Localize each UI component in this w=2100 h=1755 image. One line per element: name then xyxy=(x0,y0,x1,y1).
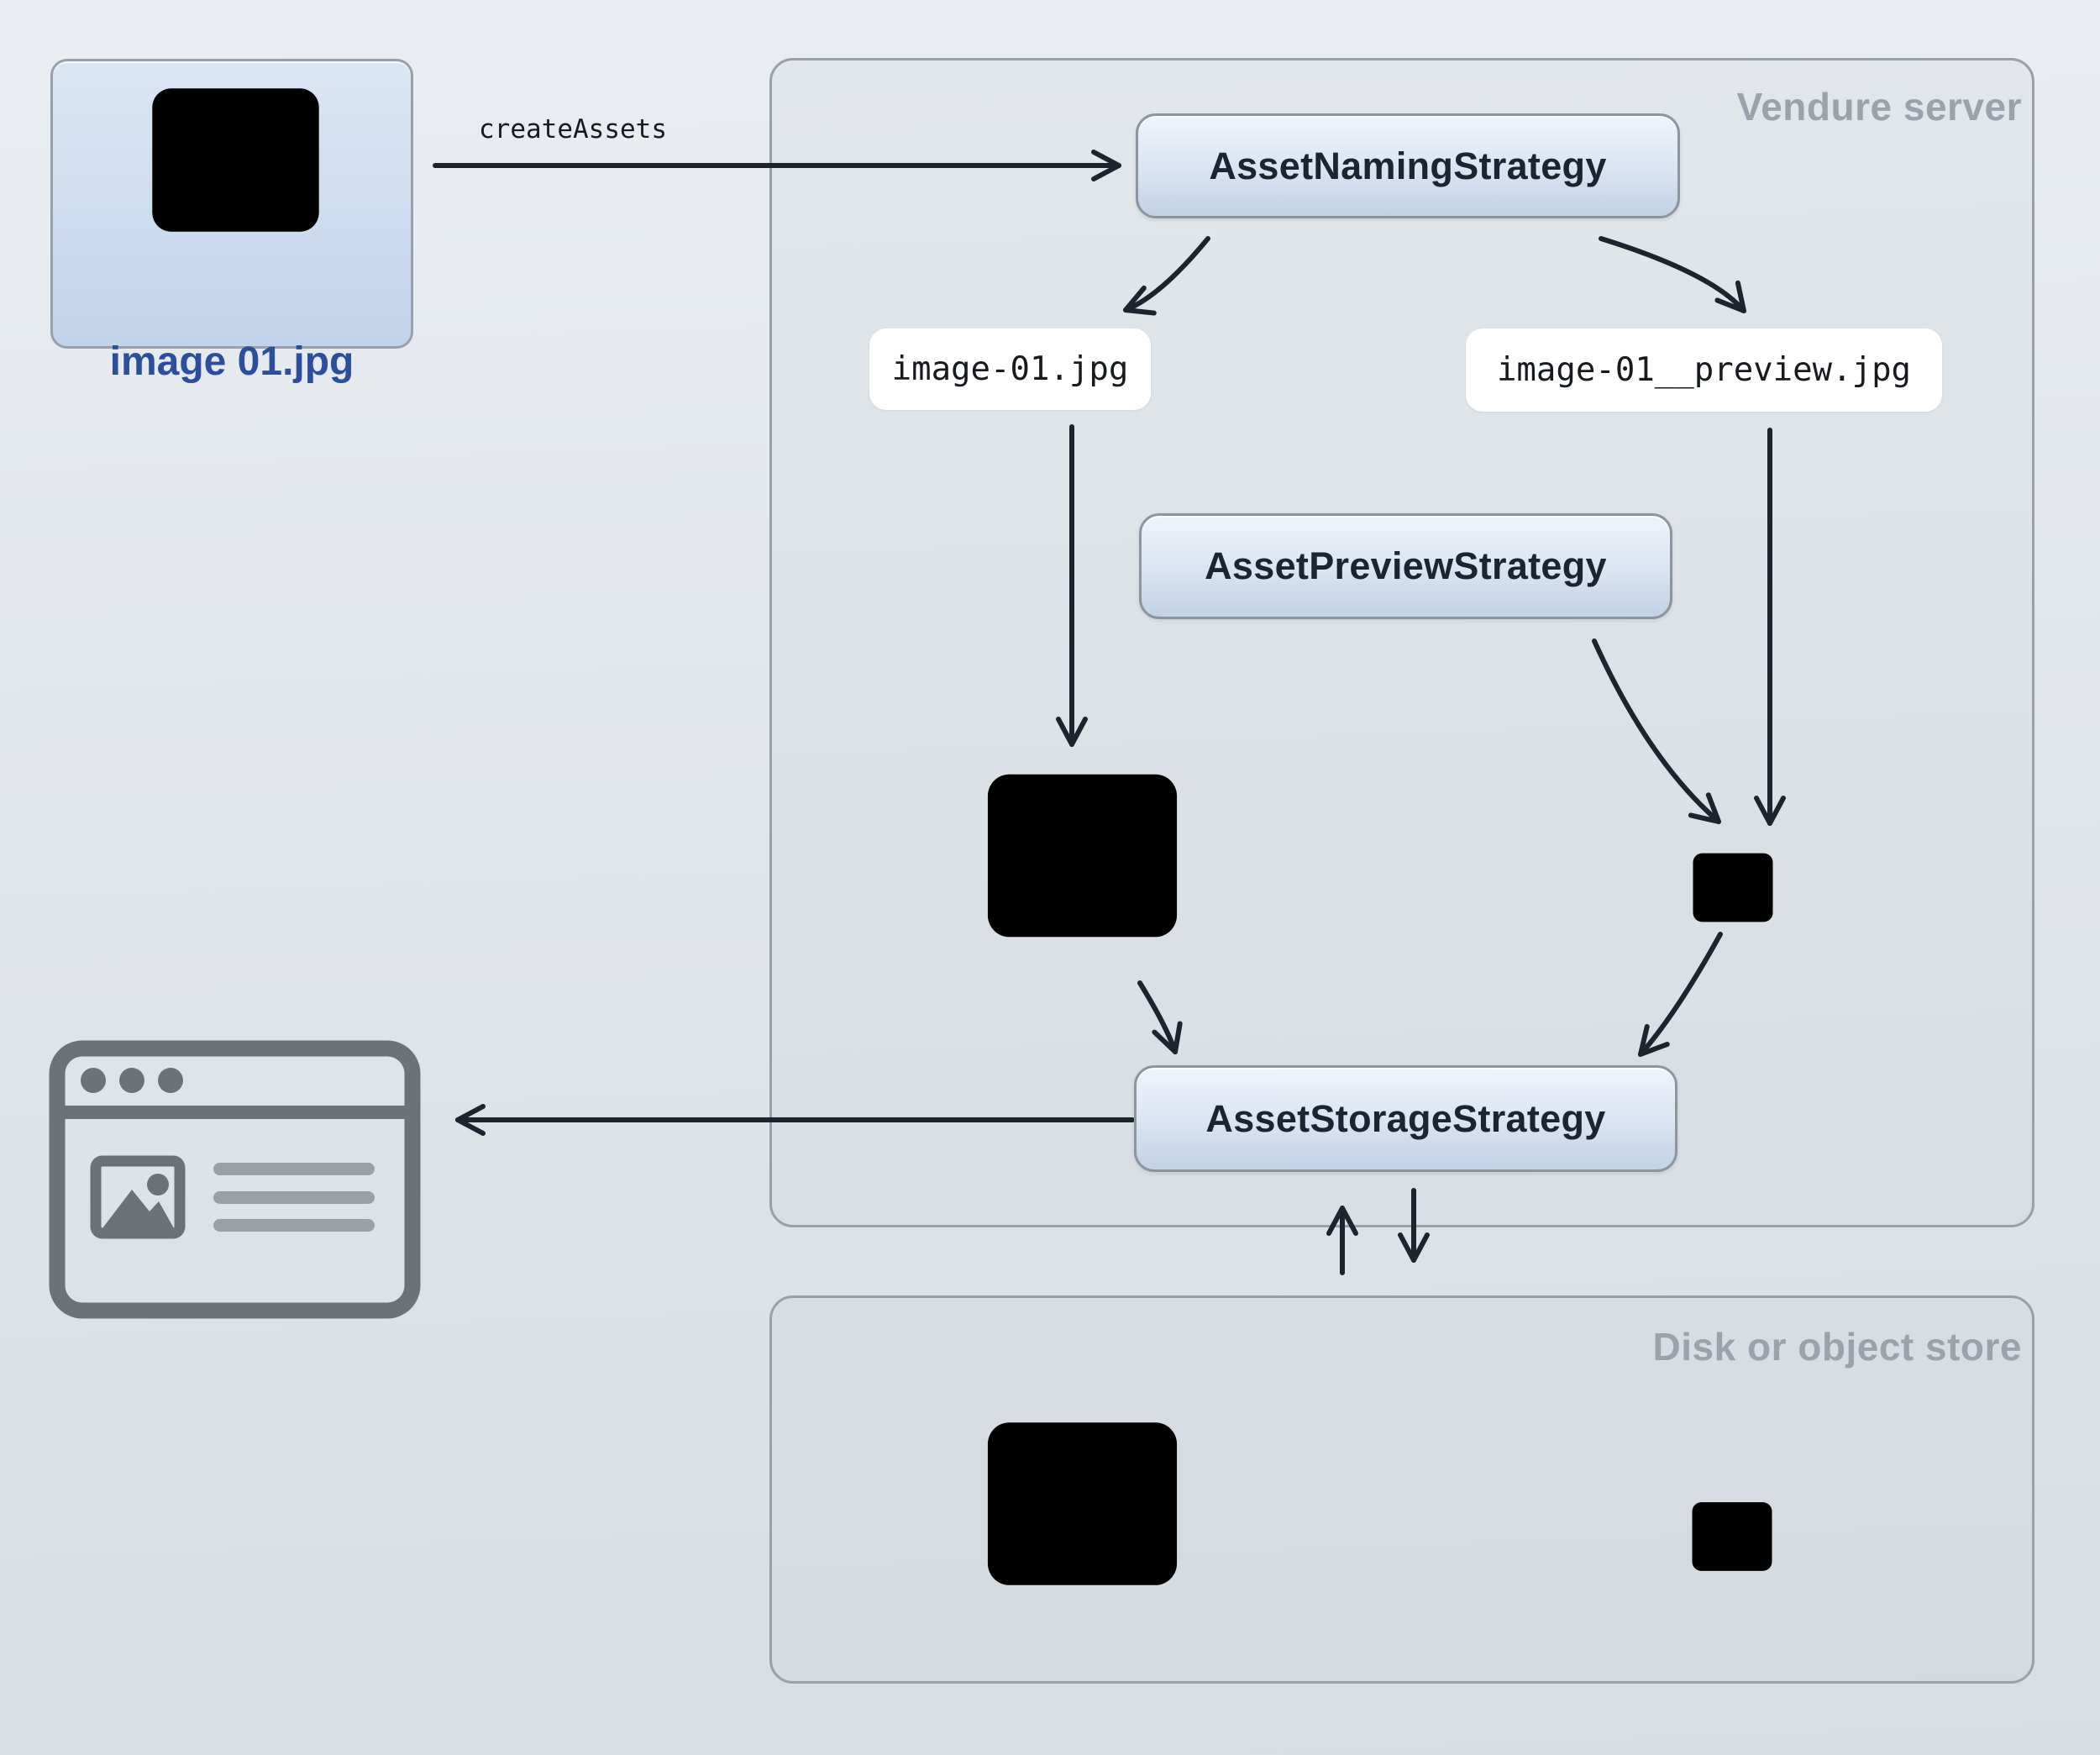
arrow-thumb-to-storage xyxy=(1638,932,1723,1057)
arrow-naming-to-original xyxy=(1123,236,1210,316)
arrow-preview-strategy-to-thumb xyxy=(1592,638,1721,824)
asset-preview-strategy-node: AssetPreviewStrategy xyxy=(1139,513,1672,619)
asset-naming-strategy-node: AssetNamingStrategy xyxy=(1136,113,1680,218)
preview-filename-label: image-01__preview.jpg xyxy=(1466,328,1942,412)
vendure-server-title: Vendure server xyxy=(1736,85,2022,129)
arrow-naming-to-preview xyxy=(1599,236,1746,313)
source-file-card: image 01.jpg xyxy=(50,59,413,384)
disk-store-title: Disk or object store xyxy=(1652,1325,2022,1369)
asset-storage-strategy-node: AssetStorageStrategy xyxy=(1134,1065,1677,1172)
vendure-server-container xyxy=(769,58,2034,1227)
image-icon xyxy=(147,84,324,236)
create-assets-label: createAssets xyxy=(479,114,667,144)
disk-store-container xyxy=(769,1295,2034,1684)
stored-original-image-icon xyxy=(983,1417,1182,1590)
preview-image-icon xyxy=(1691,851,1775,924)
stored-preview-image-icon xyxy=(1690,1500,1774,1574)
original-filename-label: image-01.jpg xyxy=(869,328,1151,410)
original-image-icon xyxy=(983,769,1182,943)
browser-window-icon xyxy=(49,1040,421,1319)
source-file-name: image 01.jpg xyxy=(109,339,354,384)
arrow-original-to-storage xyxy=(1137,980,1183,1054)
